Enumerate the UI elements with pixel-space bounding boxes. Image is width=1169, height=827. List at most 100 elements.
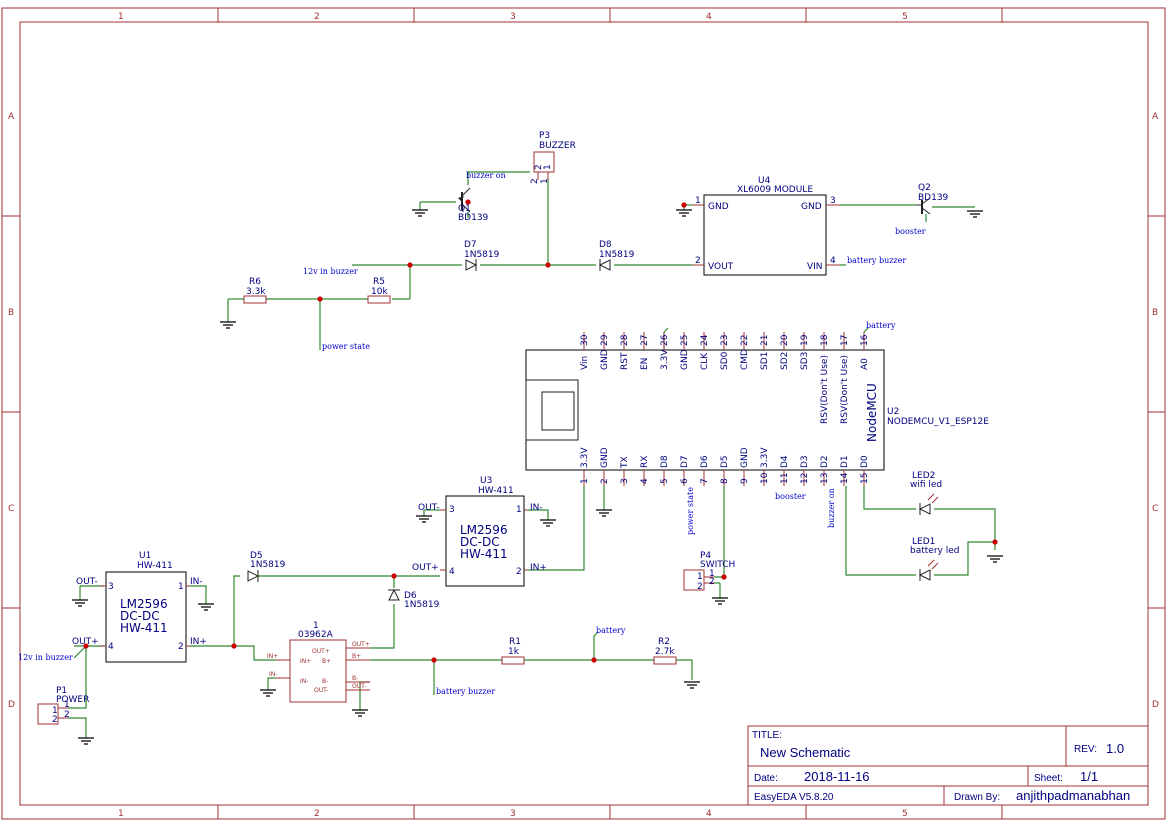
light-arrow-icon — [927, 559, 939, 570]
charger-module[interactable]: 1 03962A IN+ IN+ IN- IN- OUT+ B+ B- OUT-… — [267, 621, 370, 703]
pin-number: 2 — [697, 582, 703, 592]
pin-label: D6 — [700, 455, 710, 468]
u2-bottom-pin: 7 D6 — [700, 455, 710, 486]
pin-number: 2 — [534, 164, 544, 170]
led-led2[interactable]: LED2 wifi led — [910, 471, 942, 515]
pin-number: 4 — [449, 567, 455, 577]
ground-icon — [676, 209, 692, 217]
r2-value: 2.7k — [655, 647, 675, 657]
module-u1[interactable]: U1 HW-411 LM2596 DC-DC HW-411 OUT- OUT+ … — [72, 551, 207, 663]
u1-line1: LM2596 — [120, 597, 168, 611]
d5-part: 1N5819 — [250, 560, 286, 570]
charger-in-minus: IN- — [269, 671, 277, 678]
charger-bminus: B- — [352, 675, 358, 682]
ground-icon — [540, 519, 556, 527]
pin-number: 8 — [720, 478, 730, 484]
pin-number: 1 — [516, 505, 522, 515]
rev-label: REV: — [1074, 744, 1097, 755]
pin-number: 1 — [697, 572, 703, 582]
net-label: battery buzzer — [436, 687, 495, 696]
connector-p4[interactable]: P4 SWITCH 1 2 1 2 — [683, 551, 735, 592]
q2-part: BD139 — [918, 193, 949, 203]
r2-ref: R2 — [658, 637, 670, 647]
net-label: battery — [866, 321, 896, 330]
u4-pin-gnd-right: GND — [801, 202, 822, 212]
charger-ref: 1 — [313, 621, 319, 631]
resistor-r2[interactable]: R2 2.7k — [653, 637, 677, 665]
pin-number: 1 — [695, 196, 701, 206]
resistor-r5[interactable]: R5 10k — [367, 277, 391, 304]
sheet-frame — [1, 7, 1166, 820]
col-label: 5 — [902, 809, 908, 819]
net-label: 12v in buzzer — [18, 653, 73, 662]
u1-pin-out-minus: OUT- — [76, 577, 98, 587]
net-label: power state — [686, 487, 695, 535]
ground-icon — [987, 555, 1003, 563]
u3-pin-in-minus: IN- — [530, 503, 543, 513]
pin-label: GND — [740, 447, 750, 468]
pin-number: 2 — [178, 642, 184, 652]
row-label: C — [8, 504, 14, 514]
pin-label: D0 — [860, 455, 870, 468]
p3-part: BUZZER — [539, 141, 576, 151]
connector-p1[interactable]: P1 POWER 1 2 1 2 — [37, 686, 89, 725]
led-led1[interactable]: LED1 battery led — [910, 537, 959, 581]
charger-bminus-inner: B- — [322, 678, 328, 685]
transistor-q1[interactable]: buzzer on Q1 BD139 — [458, 171, 506, 223]
pin-label: RX — [640, 456, 650, 468]
diode-d8[interactable]: D8 1N5819 — [598, 240, 635, 271]
pin-number: 27 — [640, 335, 650, 346]
net-label: battery — [596, 626, 626, 635]
pin-number: 10 — [760, 472, 770, 484]
q1-part: BD139 — [458, 213, 489, 223]
u1-part: HW-411 — [137, 561, 173, 571]
connector-p3[interactable]: P3 BUZZER 2 1 2 1 — [530, 131, 576, 184]
d5-ref: D5 — [250, 551, 263, 561]
pin-label: RSV(Don't Use) — [820, 355, 830, 424]
u2-bottom-pin: 13.3V — [580, 447, 590, 486]
charger-in-minus-inner: IN- — [300, 678, 308, 685]
title-value: New Schematic — [760, 745, 851, 760]
pin-label: CLK — [700, 352, 710, 370]
resistor-r6[interactable]: R6 3.3k — [243, 277, 267, 304]
pin-number: 4 — [108, 642, 114, 652]
charger-bplus-inner: B+ — [322, 658, 331, 665]
col-label: 2 — [314, 809, 320, 819]
resistor-r1[interactable]: R1 1k — [501, 637, 525, 665]
d7-ref: D7 — [464, 240, 477, 250]
u3-line1: LM2596 — [460, 523, 508, 537]
p4-part: SWITCH — [700, 560, 735, 570]
pin-number: 7 — [700, 478, 710, 484]
module-u2-nodemcu[interactable]: 30Vin29GND28RST27EN263.3V25GND24CLK23SD0… — [525, 332, 989, 486]
pin-label: EN — [640, 358, 650, 370]
ground-icon — [72, 599, 88, 607]
p4-ref: P4 — [700, 551, 711, 561]
pin-label: 3.3V — [580, 447, 590, 468]
module-u3[interactable]: U3 HW-411 LM2596 DC-DC HW-411 OUT- OUT+ … — [412, 476, 547, 587]
pin-label: D5 — [720, 455, 730, 468]
u1-pin-out-plus: OUT+ — [72, 637, 99, 647]
u4-part: XL6009 MODULE — [737, 185, 813, 195]
diode-d5[interactable]: D5 1N5819 — [247, 551, 286, 582]
diode-d7[interactable]: D7 1N5819 — [464, 240, 500, 271]
r6-ref: R6 — [249, 277, 261, 287]
u4-ref: U4 — [758, 176, 771, 186]
pin-number: 2 — [695, 256, 701, 266]
q1-ref: Q1 — [458, 204, 471, 214]
pin-number: 2 — [709, 577, 715, 587]
module-u4[interactable]: U4 XL6009 MODULE GND VOUT GND VIN 1 2 3 … — [692, 176, 840, 276]
pin-number: 26 — [660, 334, 670, 346]
diode-d6[interactable]: D6 1N5819 — [388, 588, 440, 610]
pin-number: 30 — [580, 334, 590, 346]
pin-label: 3.3V — [660, 349, 670, 370]
transistor-q2[interactable]: Q2 BD139 booster — [895, 183, 949, 236]
